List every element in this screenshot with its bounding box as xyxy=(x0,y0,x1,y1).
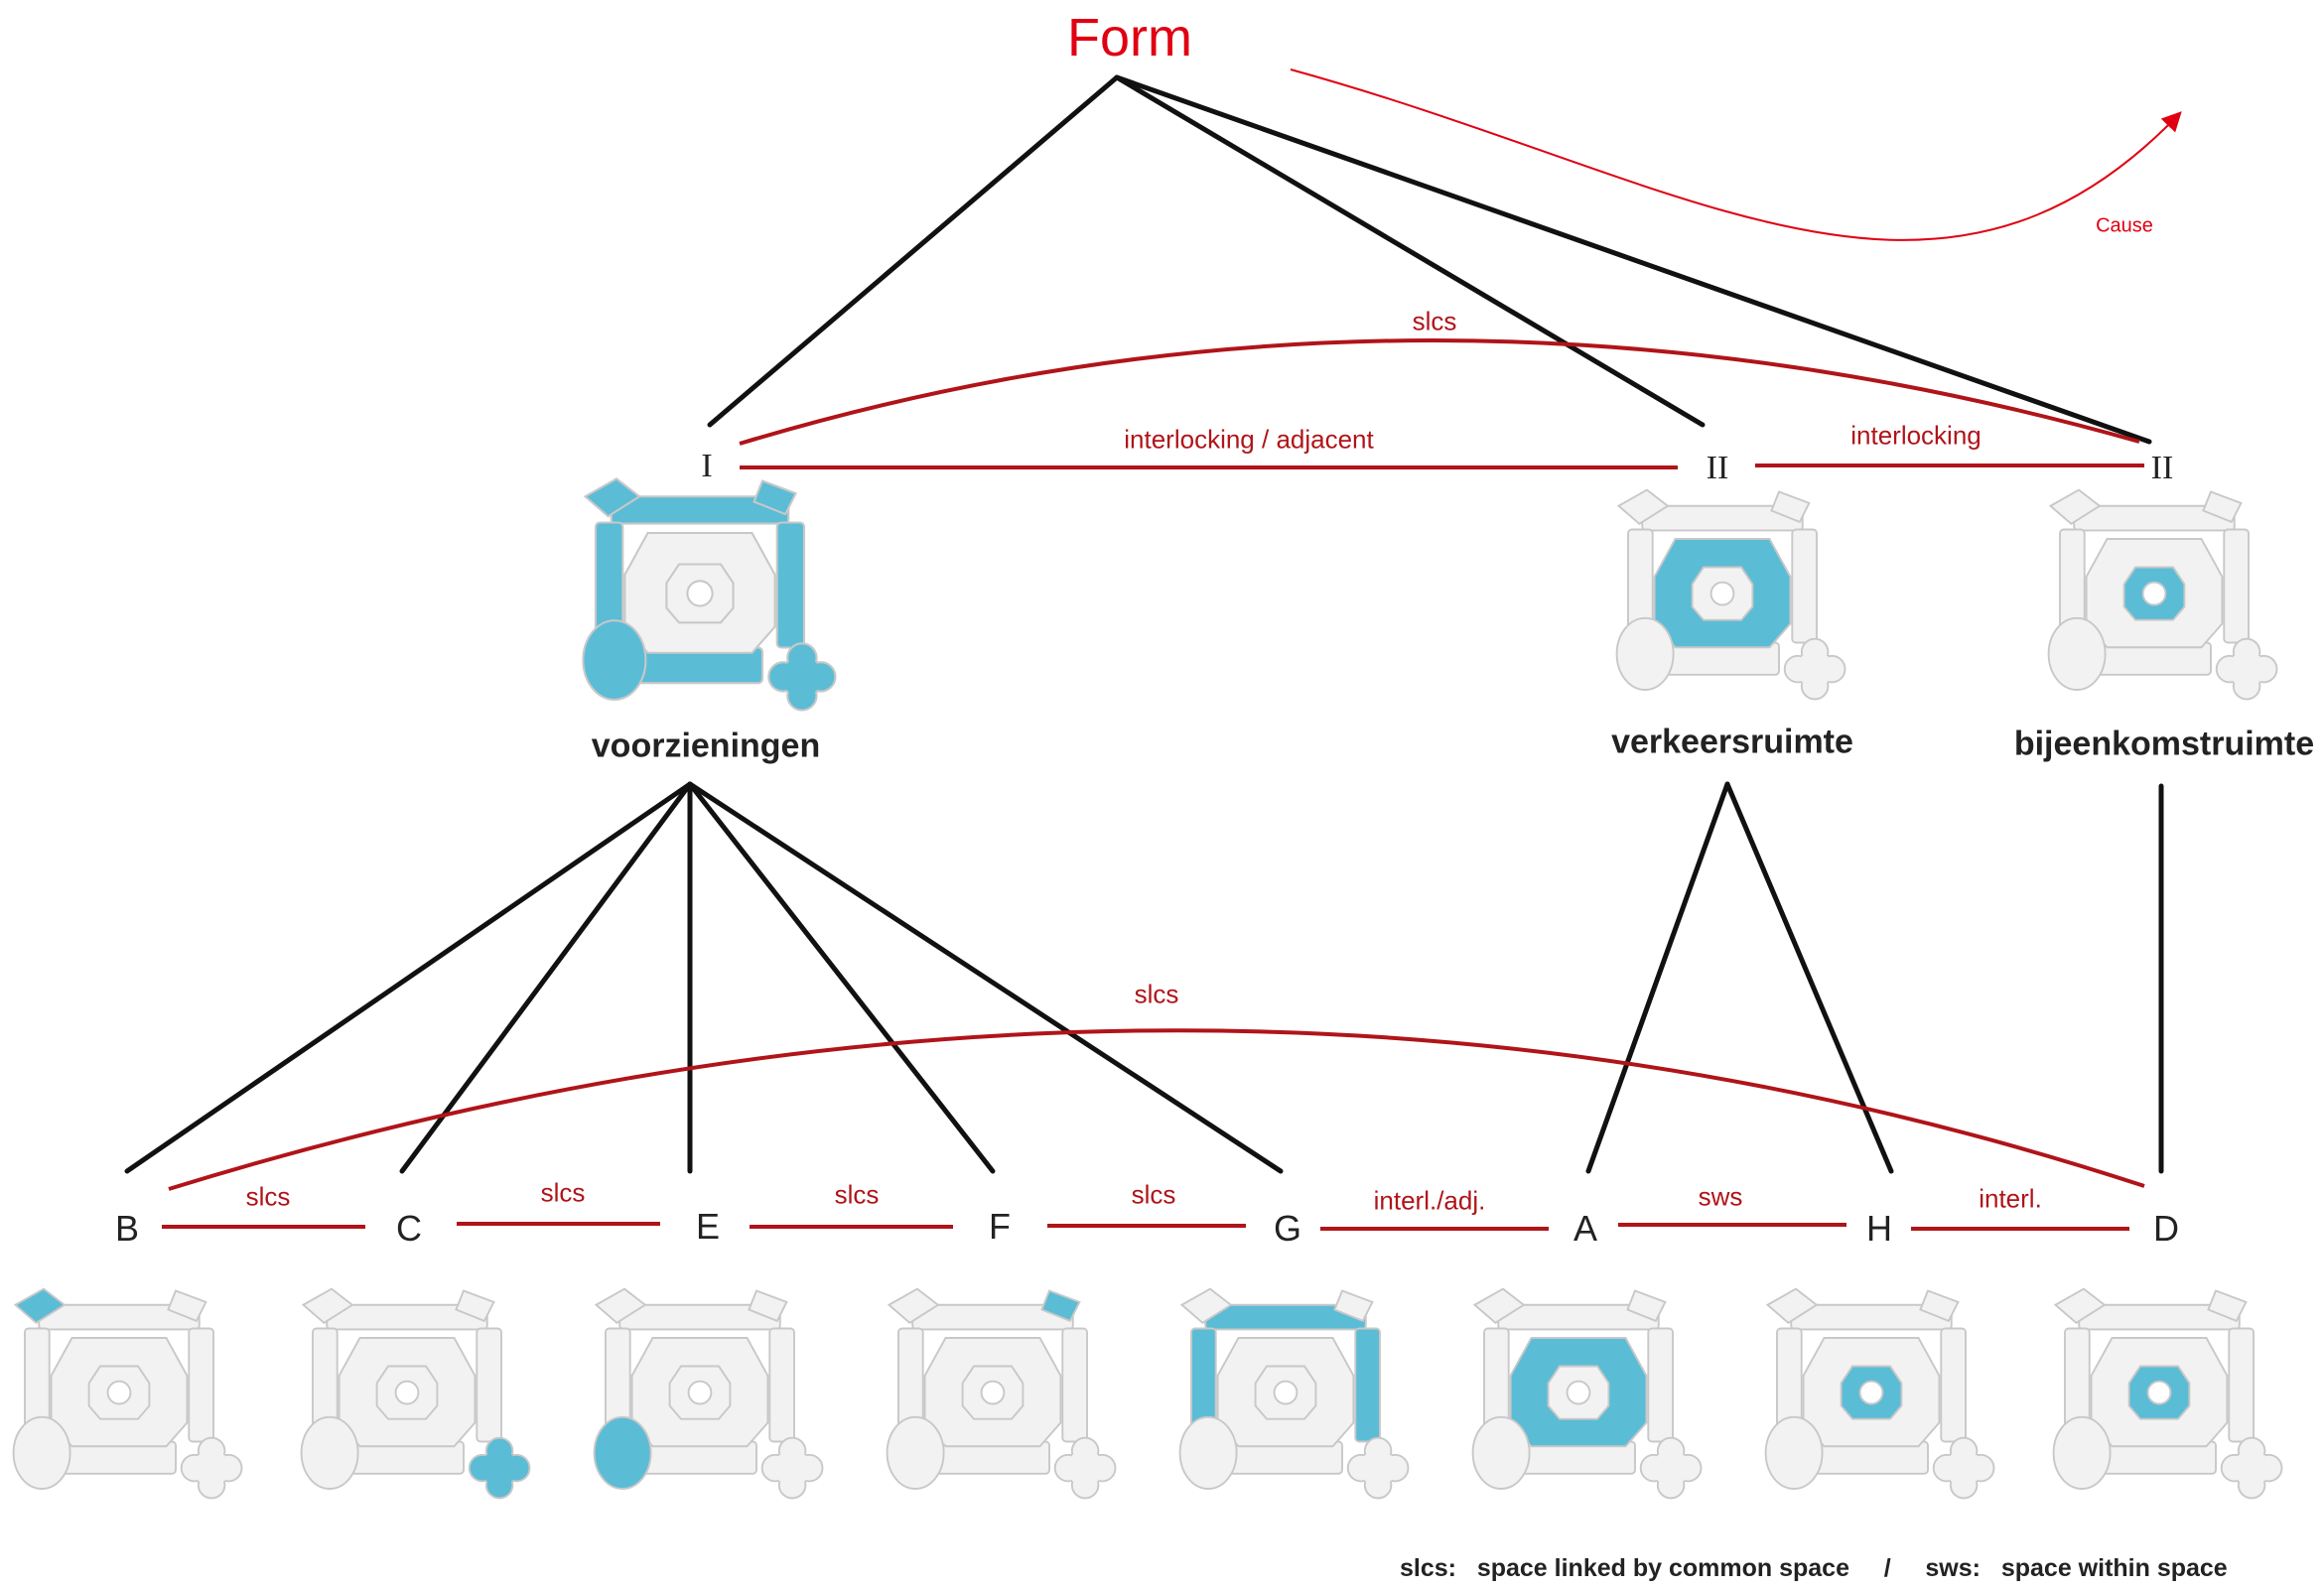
model-voorzieningen xyxy=(582,477,837,712)
rel-f-g: slcs xyxy=(1131,1179,1176,1210)
legend-sws-text: space within space xyxy=(2000,1554,2228,1582)
model-verkeersruimte xyxy=(1615,488,1846,701)
bottom-arc-label: slcs xyxy=(1134,979,1179,1009)
node-f: F xyxy=(989,1206,1011,1247)
top-arc-label: slcs xyxy=(1412,306,1457,336)
model-h xyxy=(1764,1287,1995,1500)
node-e: E xyxy=(695,1206,721,1247)
model-a xyxy=(1471,1287,1703,1500)
legend-slcs-text: space linked by common space xyxy=(1476,1554,1849,1582)
model-e xyxy=(593,1287,824,1500)
node-ii-right: II xyxy=(2150,450,2174,486)
lower-tree-lines xyxy=(124,781,2164,1174)
node-ii-left: II xyxy=(1706,450,1729,486)
legend-separator: / xyxy=(1883,1554,1891,1582)
model-d xyxy=(2052,1287,2283,1500)
rel-c-e: slcs xyxy=(540,1177,586,1208)
node-b: B xyxy=(114,1208,140,1249)
legend-slcs-key: slcs: xyxy=(1400,1554,1456,1582)
model-bijeenkomstruimte xyxy=(2047,488,2278,701)
cause-arrow xyxy=(1290,68,2182,241)
top-tree-lines xyxy=(707,74,2152,445)
group-bijeenkomstruimte: bijeenkomstruimte xyxy=(2013,725,2315,763)
rel-e-f: slcs xyxy=(834,1179,880,1210)
node-i: I xyxy=(701,448,713,484)
legend: slcs: space linked by common space / sws… xyxy=(1400,1554,2228,1583)
top-relation-lines xyxy=(739,338,2144,469)
rel-a-h: sws xyxy=(1698,1181,1743,1212)
model-f xyxy=(886,1287,1117,1500)
node-d: D xyxy=(2153,1208,2179,1249)
rel-g-a: interl./adj. xyxy=(1373,1185,1486,1216)
rel-h-d: interl. xyxy=(1979,1183,2042,1214)
node-a: A xyxy=(1572,1208,1598,1249)
model-b xyxy=(12,1287,243,1500)
node-h: H xyxy=(1866,1208,1892,1249)
group-verkeersruimte: verkeersruimte xyxy=(1611,723,1853,761)
model-c xyxy=(300,1287,531,1500)
model-g xyxy=(1178,1287,1410,1500)
node-c: C xyxy=(396,1208,422,1249)
ii-ii-label: interlocking xyxy=(1850,420,1982,451)
bottom-relation-lines xyxy=(162,1028,2145,1231)
i-ii-label: interlocking / adjacent xyxy=(1124,424,1374,455)
node-g: G xyxy=(1273,1208,1302,1249)
diagram-title: Form xyxy=(1067,8,1192,67)
cause-label: Cause xyxy=(2096,214,2153,237)
legend-sws-key: sws: xyxy=(1925,1554,1981,1582)
rel-b-c: slcs xyxy=(245,1181,291,1212)
group-voorzieningen: voorzieningen xyxy=(591,727,821,765)
